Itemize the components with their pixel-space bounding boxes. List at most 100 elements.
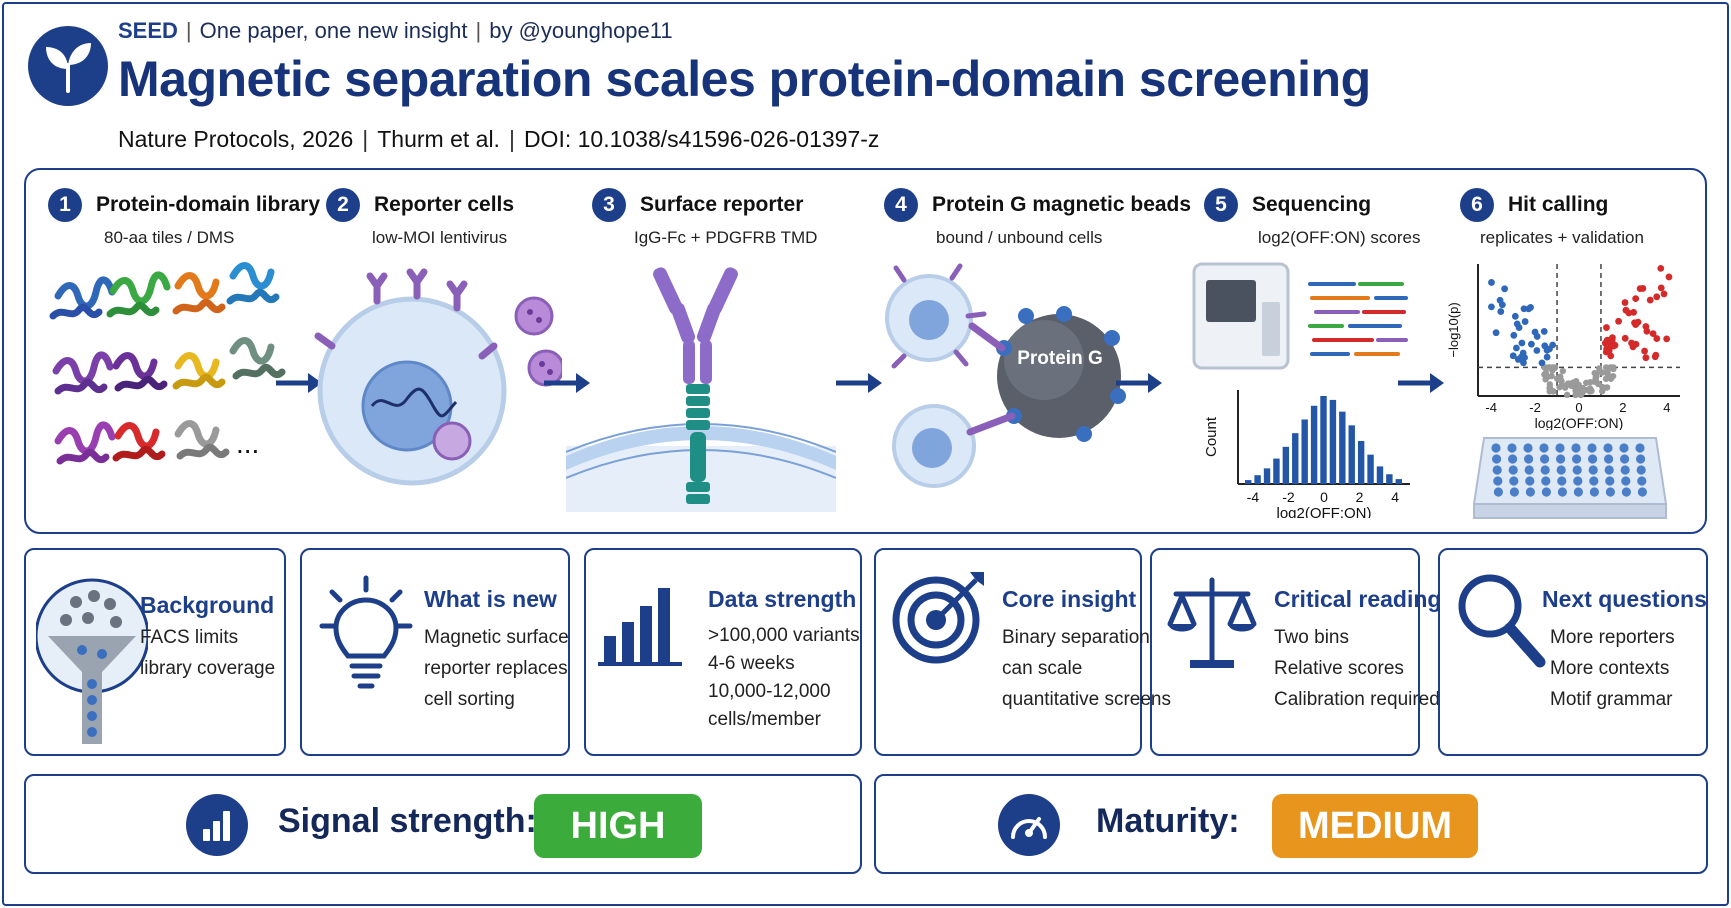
plate-well — [1556, 454, 1566, 464]
hist-bar — [1395, 479, 1402, 484]
hist-bar — [1348, 425, 1355, 484]
card-line: Binary separation — [1002, 627, 1150, 648]
hist-bar — [1263, 468, 1271, 484]
card-line: cell sorting — [424, 689, 515, 710]
volcano-point-ns — [1542, 369, 1550, 376]
sequencer-reads-icon — [1192, 262, 1408, 370]
card-body: Binary separation can scale quantitative… — [1002, 622, 1171, 715]
validation-plate-icon — [1472, 437, 1668, 519]
step-magnetic-beads: 4 Protein G magnetic beads bound / unbou… — [884, 170, 1191, 536]
volcano-point-up — [1665, 273, 1673, 281]
signal-strength-label: Signal strength: — [278, 802, 537, 840]
card-line: library coverage — [140, 658, 276, 679]
volcano-point-down — [1509, 352, 1517, 360]
volcano-point-up — [1607, 352, 1615, 360]
volcano-point-up — [1631, 319, 1638, 327]
volcano-point-down — [1488, 303, 1495, 311]
volcano-point-ns — [1603, 384, 1611, 391]
hist-bar — [1367, 454, 1374, 484]
card-body: Magnetic surface reporter replaces cell … — [424, 622, 569, 715]
plate-well — [1621, 476, 1631, 486]
plate-well — [1540, 465, 1550, 475]
volcano-point-ns — [1557, 373, 1564, 380]
card-next-questions: Next questions More reporters More conte… — [1438, 548, 1708, 756]
volcano-point-up — [1636, 285, 1644, 293]
volcano-point-up — [1642, 354, 1650, 362]
seedling-logo-icon — [28, 26, 108, 106]
card-title: Data strength — [708, 586, 857, 612]
arrow-right-icon — [276, 373, 322, 393]
hist-bar — [1273, 458, 1280, 484]
plate-well — [1603, 443, 1613, 453]
volcano-point-ns — [1607, 364, 1614, 371]
plate-well — [1540, 454, 1550, 464]
more-variants-ellipsis: ... — [236, 428, 260, 459]
volcano-tick-label: 2 — [1619, 400, 1626, 415]
plate-well — [1509, 476, 1519, 486]
card-body: More reporters More contexts Motif gramm… — [1550, 622, 1675, 715]
authors: Thurm et al. — [377, 126, 500, 152]
brand-line: SEED|One paper, one new insight|by @youn… — [118, 18, 673, 43]
gauge-icon — [998, 794, 1060, 856]
protein-g-bead-icon — [885, 263, 1126, 488]
plate-well — [1605, 487, 1615, 497]
volcano-x-label: log2(OFF:ON) — [1535, 415, 1624, 430]
step-subtitle: log2(OFF:ON) scores — [1258, 228, 1421, 247]
volcano-point-up — [1653, 335, 1661, 342]
plate-well — [1636, 454, 1646, 464]
plate-well — [1619, 443, 1629, 453]
step-number: 5 — [1204, 188, 1238, 222]
step-title: Sequencing — [1252, 193, 1372, 216]
hist-tick-label: -2 — [1282, 489, 1295, 505]
card-line: reporter replaces — [424, 658, 568, 679]
plate-well — [1493, 476, 1503, 486]
volcano-point-down — [1533, 333, 1541, 340]
card-line: FACS limits — [140, 627, 239, 648]
volcano-point-up — [1632, 295, 1640, 303]
volcano-point-ns — [1551, 364, 1559, 371]
plate-well — [1491, 443, 1501, 453]
card-title: What is new — [424, 586, 557, 612]
hist-bar — [1254, 475, 1261, 484]
doi: DOI: 10.1038/s41596-026-01397-z — [523, 126, 880, 152]
plate-well — [1557, 476, 1567, 486]
card-line: Two bins — [1274, 627, 1349, 648]
volcano-point-up — [1646, 296, 1654, 304]
step-title: Reporter cells — [374, 193, 515, 216]
arrow-right-icon — [1116, 373, 1162, 393]
card-line: quantitative screens — [1002, 689, 1171, 710]
hist-y-label: Count — [1203, 416, 1220, 457]
plate-well — [1524, 465, 1534, 475]
volcano-point-down — [1497, 308, 1505, 315]
card-body: Two bins Relative scores Calibration req… — [1274, 622, 1440, 715]
plate-well — [1604, 454, 1614, 464]
plate-well — [1589, 487, 1599, 497]
step-subtitle: bound / unbound cells — [936, 228, 1103, 247]
journal: Nature Protocols, 2026 — [118, 126, 354, 152]
card-background: Background FACS limits library coverage — [24, 548, 286, 756]
plate-well — [1507, 443, 1517, 453]
hist-bar — [1301, 419, 1308, 484]
volcano-point-ns — [1563, 391, 1571, 399]
lentivirus-cell-icon — [314, 268, 562, 486]
hist-x-label: log2(OFF:ON) — [1276, 505, 1371, 518]
volcano-point-down — [1543, 353, 1551, 361]
hist-bar — [1292, 433, 1299, 484]
brand-name: SEED — [118, 18, 178, 43]
maturity-label: Maturity: — [1096, 802, 1240, 840]
volcano-point-down — [1528, 340, 1535, 348]
volcano-point-ns — [1591, 369, 1598, 377]
volcano-point-up — [1603, 324, 1610, 331]
maturity-bar: Maturity: MEDIUM — [874, 774, 1708, 874]
plate-well — [1588, 465, 1598, 475]
step-number: 4 — [884, 188, 918, 222]
signal-strength-value: HIGH — [534, 794, 702, 858]
volcano-point-down — [1512, 344, 1520, 352]
volcano-point-down — [1527, 304, 1534, 311]
card-core-insight: Core insight Binary separation can scale… — [874, 548, 1171, 756]
plate-well — [1557, 487, 1567, 497]
card-line: cells/member — [708, 709, 821, 730]
volcano-point-down — [1521, 318, 1529, 325]
plate-well — [1635, 443, 1645, 453]
